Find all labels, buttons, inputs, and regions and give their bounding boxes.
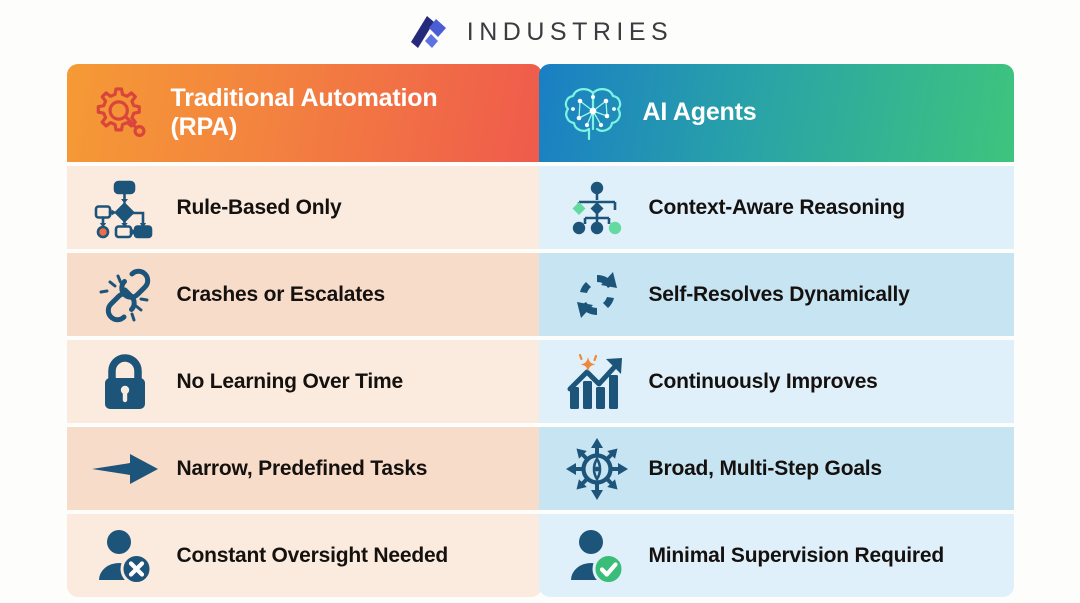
row-label: No Learning Over Time — [176, 369, 404, 393]
brand-header: INDUSTRIES — [407, 0, 673, 64]
industries-logo-icon — [407, 12, 453, 52]
comparison-grid: Traditional Automation (RPA) — [66, 64, 1014, 597]
row-minimal-supervision-required: Minimal Supervision Required — [538, 514, 1014, 597]
row-self-resolves-dynamically: Self-Resolves Dynamically — [538, 253, 1014, 336]
row-constant-oversight-needed: Constant Oversight Needed — [66, 514, 542, 597]
user-check-icon — [561, 524, 633, 588]
row-broad-multi-step-goals: Broad, Multi-Step Goals — [538, 427, 1014, 510]
user-x-icon — [89, 524, 161, 588]
growth-chart-sparkle-icon — [561, 350, 633, 414]
row-no-learning-over-time: No Learning Over Time — [66, 340, 542, 423]
row-narrow-predefined-tasks: Narrow, Predefined Tasks — [66, 427, 542, 510]
row-crashes-or-escalates: Crashes or Escalates — [66, 253, 542, 336]
header-title-line1: Traditional Automation — [170, 83, 438, 112]
header-title-line1: AI Agents — [642, 98, 757, 127]
header-title-traditional-automation: Traditional Automation (RPA) — [171, 84, 438, 143]
row-label: Rule-Based Only — [176, 195, 342, 219]
right-arrow-icon — [89, 437, 161, 501]
row-label: Narrow, Predefined Tasks — [176, 456, 428, 480]
column-ai-agents: AI Agents — [538, 64, 1014, 597]
row-label: Context-Aware Reasoning — [648, 195, 906, 219]
row-continuously-improves: Continuously Improves — [538, 340, 1014, 423]
header-traditional-automation: Traditional Automation (RPA) — [66, 64, 542, 162]
neural-brain-icon — [561, 81, 625, 145]
gear-magnifier-icon — [89, 81, 153, 145]
row-label: Continuously Improves — [648, 369, 878, 393]
decision-tree-icon — [561, 176, 633, 240]
compass-burst-icon — [561, 437, 633, 501]
row-label: Broad, Multi-Step Goals — [648, 456, 883, 480]
row-label: Constant Oversight Needed — [176, 543, 449, 567]
row-label: Self-Resolves Dynamically — [648, 282, 910, 306]
broken-chain-icon — [89, 263, 161, 327]
row-rule-based-only: Rule-Based Only — [66, 166, 542, 249]
brand-name: INDUSTRIES — [466, 17, 674, 46]
column-traditional-automation: Traditional Automation (RPA) — [66, 64, 542, 597]
header-title-line2: (RPA) — [170, 113, 238, 141]
row-label: Minimal Supervision Required — [648, 543, 945, 567]
header-title-ai-agents: AI Agents — [643, 98, 757, 127]
header-ai-agents: AI Agents — [538, 64, 1014, 162]
refresh-cycle-icon — [561, 263, 633, 327]
padlock-icon — [89, 350, 161, 414]
row-label: Crashes or Escalates — [176, 282, 386, 306]
flowchart-icon — [89, 176, 161, 240]
row-context-aware-reasoning: Context-Aware Reasoning — [538, 166, 1014, 249]
